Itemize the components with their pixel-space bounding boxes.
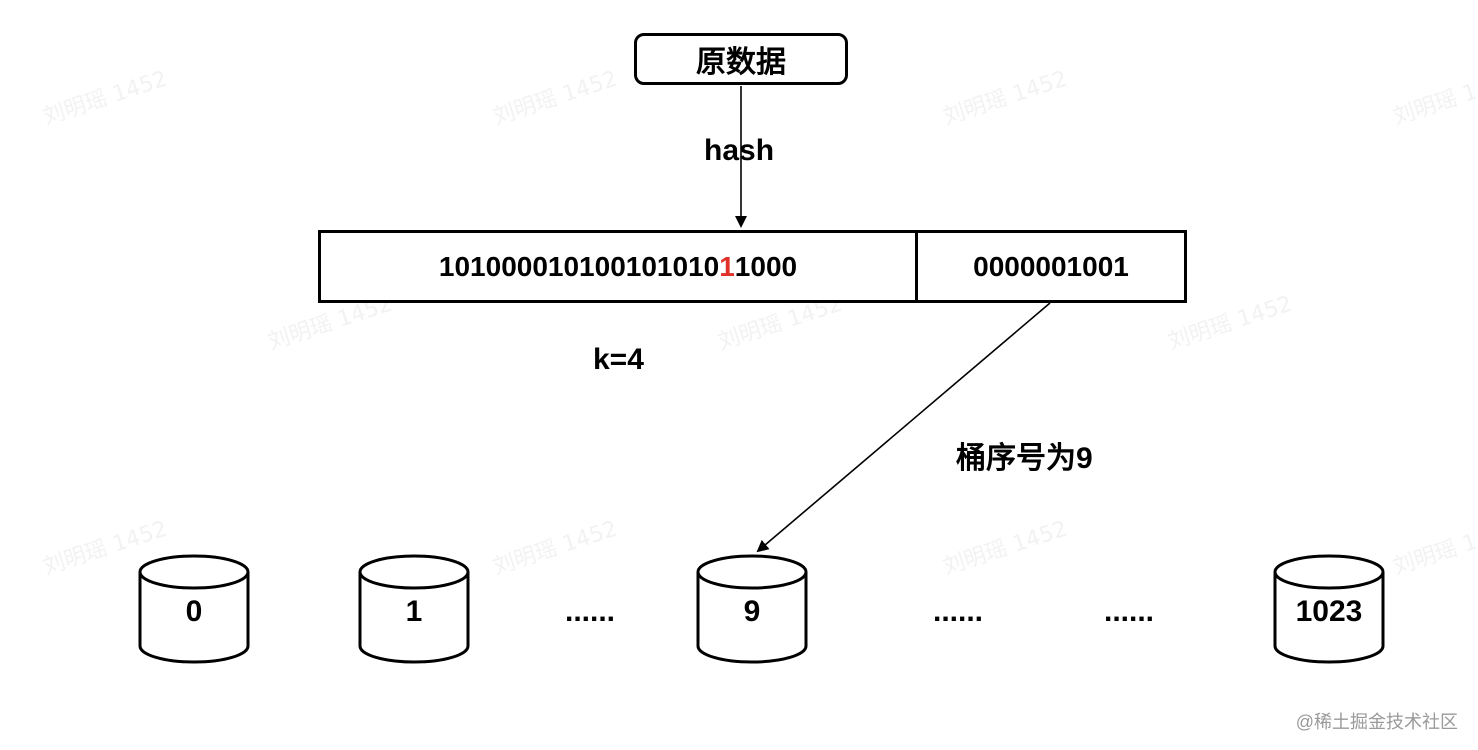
k-label: k=4 [593,343,644,376]
high-bits-marked-bit: 1 [719,250,735,282]
hash-edge-label: hash [704,134,775,167]
bucket-top [358,554,470,590]
bucket-body [1273,572,1385,664]
source-data-node: 原数据 [634,33,848,85]
low-bits-value: 0000001001 [973,250,1129,282]
bucket-label: 0 [186,595,203,628]
high-bits-suffix: 1000 [734,250,798,282]
bucket-label: 1 [406,595,423,628]
bucket-top [1273,554,1385,590]
ellipsis: ...... [1104,595,1154,628]
bucket-0: 0 [138,554,250,664]
bucket-top [138,554,250,590]
bucket-label: 1023 [1296,595,1363,628]
ellipsis: ...... [565,595,615,628]
source-data-label: 原数据 [696,46,786,79]
bucket-9: 9 [696,554,808,664]
ellipsis: ...... [933,595,983,628]
high-bits-prefix: 101000010100101010 [438,250,720,282]
hash-low-bits-cell: 0000001001 [915,230,1187,303]
bucket-body [358,572,470,664]
bucket-label: 9 [744,595,761,628]
bucket-arrow [756,302,1051,553]
bucket-top [696,554,808,590]
bucket-1023: 1023 [1273,554,1385,664]
bucket-body [138,572,250,664]
bucket-1: 1 [358,554,470,664]
bucket-index-label: 桶序号为9 [956,442,1093,475]
bucket-body [696,572,808,664]
source-credit: @稀土掘金技术社区 [1295,712,1458,732]
